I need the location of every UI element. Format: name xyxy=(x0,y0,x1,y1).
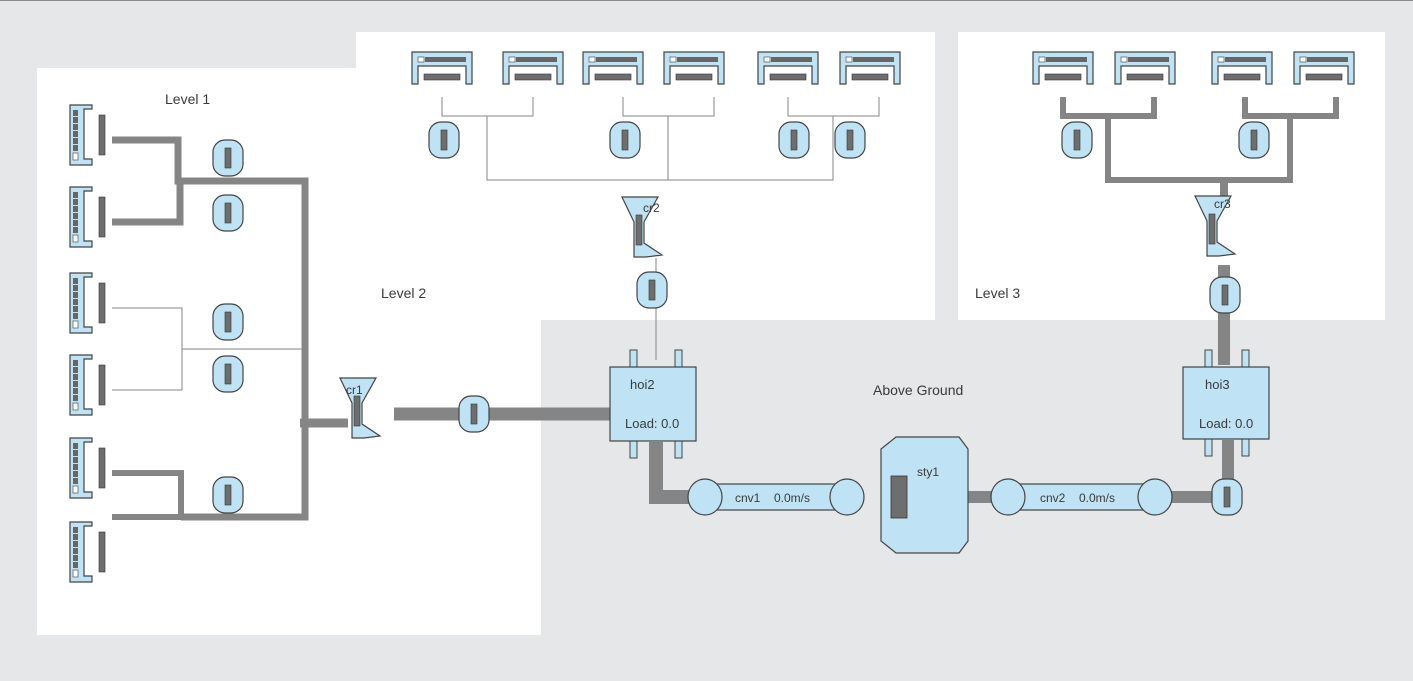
truck-2[interactable] xyxy=(212,194,244,232)
conveyor-cnv1-roller-right xyxy=(829,478,865,516)
level-1-panel-extension xyxy=(341,338,541,635)
conveyor-cnv2-name: cnv2 xyxy=(1040,491,1066,505)
conveyor-cnv1-name: cnv1 xyxy=(735,491,761,505)
hoist-hoi2[interactable] xyxy=(609,349,697,459)
truck-9[interactable] xyxy=(778,121,810,159)
level-1-paths xyxy=(112,136,615,521)
truck-13[interactable] xyxy=(1238,121,1270,159)
level-3-paths xyxy=(1060,97,1339,365)
hoist-hoi3-load: Load: 0.0 xyxy=(1199,416,1253,431)
hoist-hoi2-name: hoi2 xyxy=(630,377,655,392)
level-1-label: Level 1 xyxy=(165,91,210,107)
crusher-cr1-label: cr1 xyxy=(346,383,363,397)
stockyard-sty1[interactable] xyxy=(880,436,969,554)
truck-15[interactable] xyxy=(1211,478,1243,516)
conveyor-cnv1-roller-left xyxy=(687,478,723,516)
hoist-hoi3[interactable] xyxy=(1182,349,1270,457)
truck-6[interactable] xyxy=(458,395,490,433)
level-3-label: Level 3 xyxy=(975,285,1020,301)
crusher-cr2-label: cr2 xyxy=(643,201,660,215)
truck-12[interactable] xyxy=(1061,121,1093,159)
conveyor-cnv2-speed: 0.0m/s xyxy=(1079,491,1115,505)
crusher-cr3-label: cr3 xyxy=(1214,197,1231,211)
conveyor-cnv1[interactable] xyxy=(687,478,865,516)
conveyor-cnv2-roller-right xyxy=(1137,478,1173,516)
truck-11[interactable] xyxy=(636,271,668,309)
conveyor-cnv2-roller-left xyxy=(990,478,1026,516)
stockyard-sty1-name: sty1 xyxy=(917,465,939,479)
level-2-label: Level 2 xyxy=(381,285,426,301)
truck-3[interactable] xyxy=(212,303,244,341)
level-2-paths xyxy=(441,97,880,360)
truck-8[interactable] xyxy=(609,121,641,159)
conveyor-cnv1-speed: 0.0m/s xyxy=(774,491,810,505)
truck-1[interactable] xyxy=(212,139,244,177)
truck-10[interactable] xyxy=(834,121,866,159)
above-ground-label: Above Ground xyxy=(873,382,963,398)
truck-5[interactable] xyxy=(212,476,244,514)
truck-14[interactable] xyxy=(1209,276,1241,314)
hoist-hoi3-name: hoi3 xyxy=(1205,377,1230,392)
truck-4[interactable] xyxy=(212,355,244,393)
hoist-hoi2-load: Load: 0.0 xyxy=(625,416,679,431)
conveyor-cnv2[interactable] xyxy=(990,478,1173,516)
truck-7[interactable] xyxy=(428,121,460,159)
